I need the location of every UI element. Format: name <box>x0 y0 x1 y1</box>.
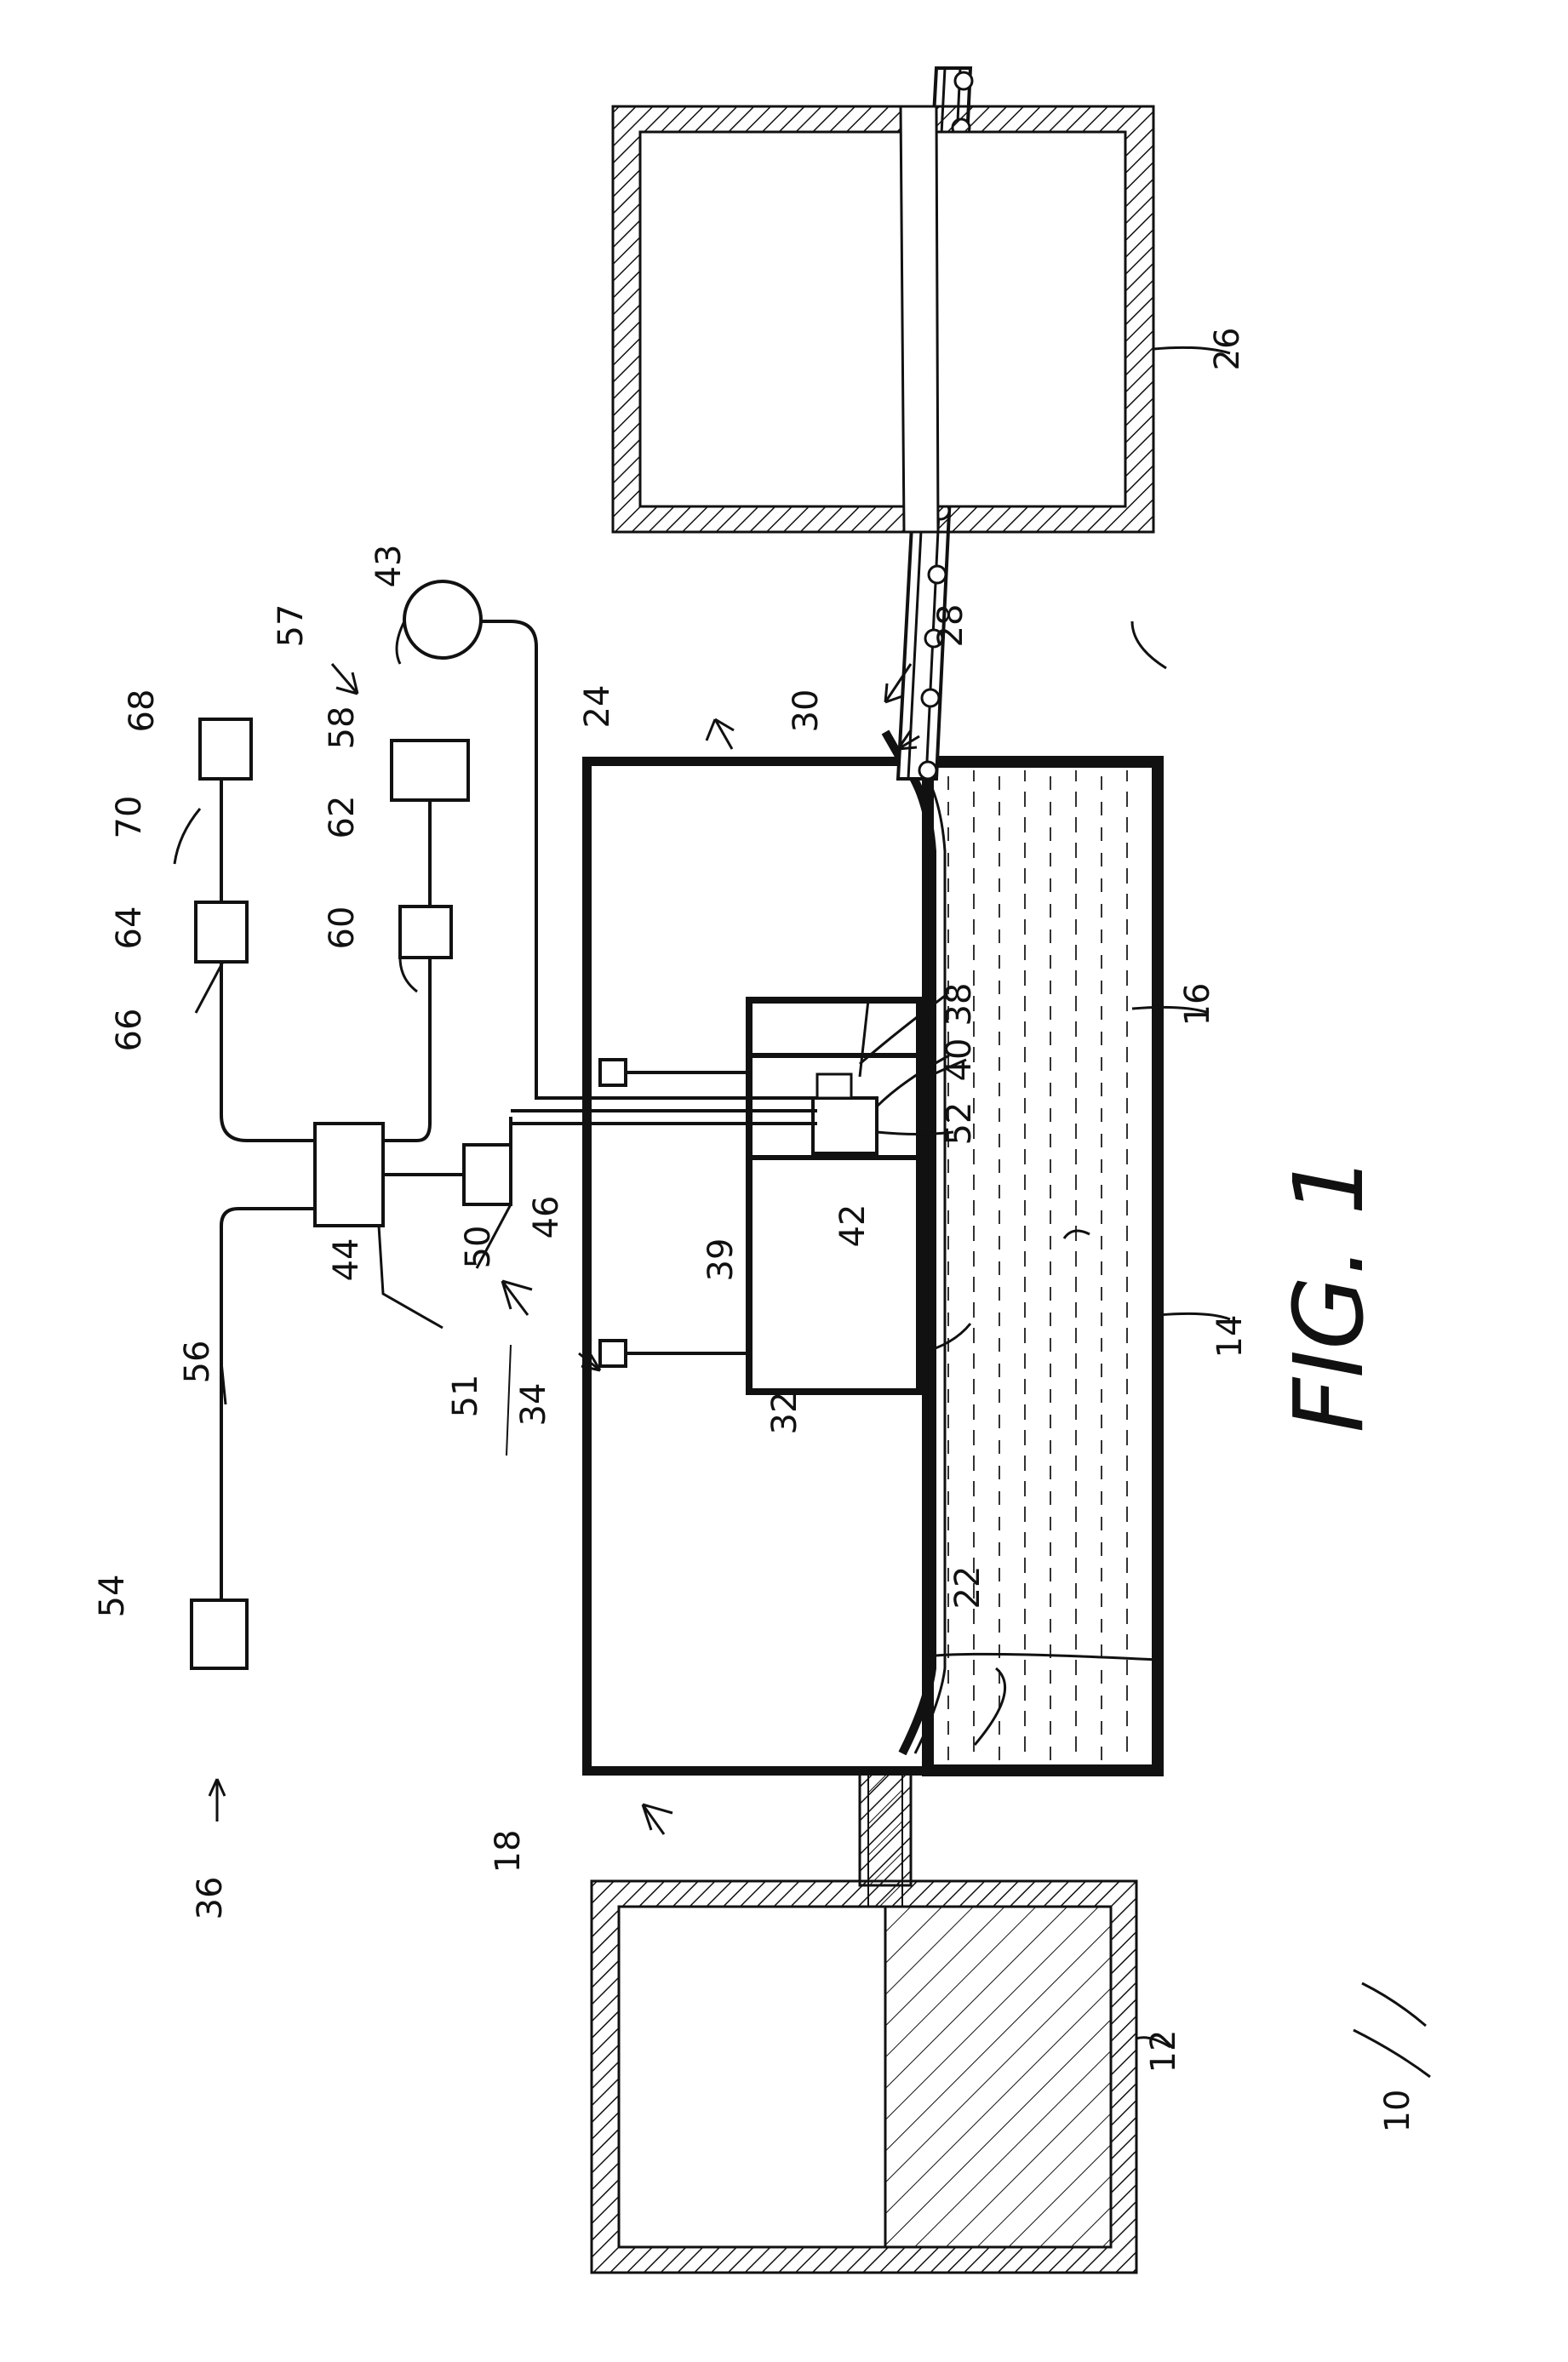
ref-34: 34 <box>514 1383 553 1427</box>
gauge-43 <box>404 581 481 658</box>
ref-70: 70 <box>110 796 149 839</box>
box-50 <box>464 1145 511 1204</box>
ref-43: 43 <box>369 545 409 588</box>
ref-18: 18 <box>489 1830 528 1873</box>
chamber-26 <box>613 106 1153 532</box>
ref-28: 28 <box>931 604 970 648</box>
figure-caption: FIG. 1 <box>1274 1155 1385 1433</box>
ref-56: 56 <box>178 1341 217 1384</box>
ref-24: 24 <box>578 685 617 729</box>
bath-14 <box>928 762 1158 1770</box>
ref-32: 32 <box>765 1392 804 1435</box>
ref-60: 60 <box>323 906 362 950</box>
ref-44: 44 <box>327 1238 366 1282</box>
ref-10: 10 <box>1378 2090 1417 2133</box>
box-60 <box>400 906 451 958</box>
ref-58: 58 <box>323 706 362 750</box>
ref-30: 30 <box>787 689 826 733</box>
ref-62: 62 <box>323 796 362 839</box>
ref-36: 36 <box>191 1877 230 1920</box>
ref-57: 57 <box>272 604 311 648</box>
ref-51: 51 <box>446 1375 485 1418</box>
box-68 <box>200 719 251 779</box>
melting-furnace-12 <box>592 1881 1136 2273</box>
box-64 <box>196 902 247 962</box>
ref-39: 39 <box>701 1238 741 1282</box>
ref-64: 64 <box>110 906 149 950</box>
ref-50: 50 <box>459 1226 498 1269</box>
ref-26: 26 <box>1208 328 1247 371</box>
ref-54: 54 <box>93 1575 132 1618</box>
ref-14: 14 <box>1210 1315 1250 1358</box>
ref-68: 68 <box>123 689 162 733</box>
ref-40: 40 <box>940 1038 979 1082</box>
ref-66: 66 <box>110 1009 149 1052</box>
ref-22: 22 <box>948 1566 987 1610</box>
ref-12: 12 <box>1144 2030 1183 2073</box>
device-32 <box>749 1000 919 1392</box>
ref-38: 38 <box>940 983 979 1027</box>
ref-16: 16 <box>1178 983 1217 1027</box>
box-54 <box>192 1600 247 1668</box>
controller-44 <box>315 1124 383 1226</box>
ref-42: 42 <box>833 1204 873 1248</box>
ref-52: 52 <box>940 1102 979 1146</box>
box-58 <box>392 741 468 800</box>
ref-46: 46 <box>527 1196 566 1239</box>
